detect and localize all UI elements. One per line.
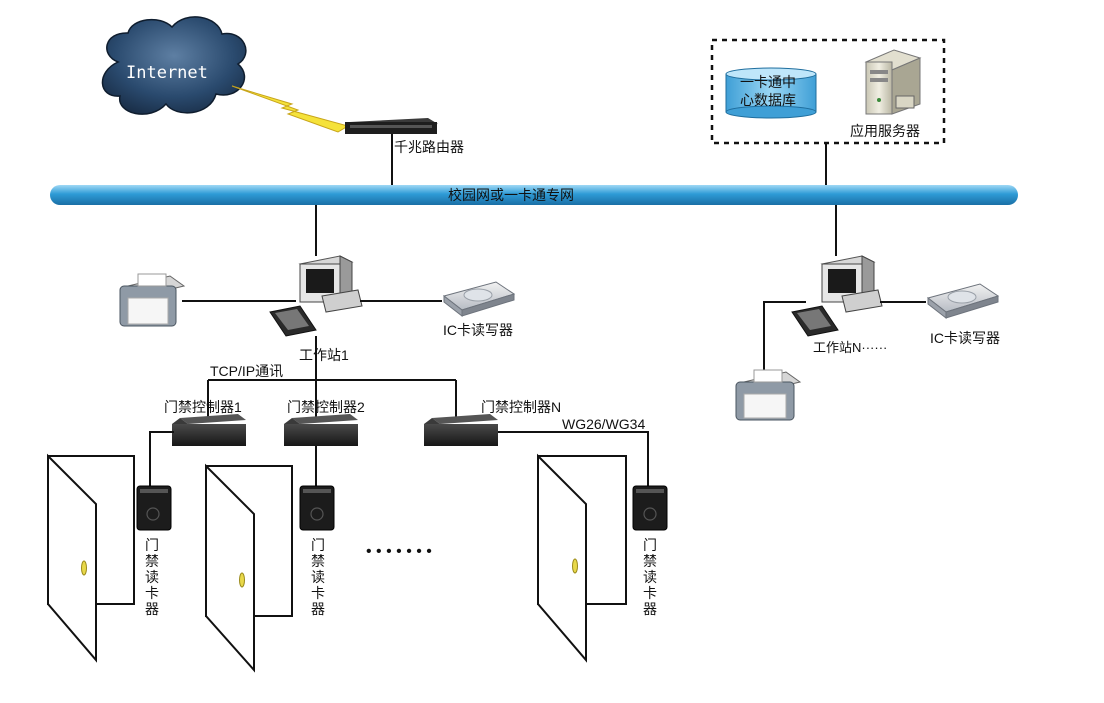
svg-text:器: 器 bbox=[643, 601, 657, 617]
controller-1-label: 门禁控制器1 bbox=[164, 399, 242, 415]
door-icon bbox=[537, 453, 627, 663]
router-icon bbox=[345, 118, 438, 134]
door-card-reader-icon bbox=[632, 485, 668, 531]
door-reader-label-1: 门 禁 读 卡 器 bbox=[145, 537, 159, 617]
lightning-link-icon bbox=[231, 85, 350, 133]
ic-card-reader-icon bbox=[442, 281, 516, 318]
wiegand-label: WG26/WG34 bbox=[562, 416, 645, 432]
door-icon bbox=[205, 463, 293, 673]
more-doors-ellipsis: • • • • • • • bbox=[366, 543, 432, 560]
svg-text:读: 读 bbox=[145, 569, 159, 585]
svg-text:卡: 卡 bbox=[643, 585, 657, 601]
door-controller-1-icon bbox=[172, 414, 246, 446]
workstation-1-label: 工作站1 bbox=[299, 347, 349, 363]
database-label-line1: 一卡通中 bbox=[740, 74, 796, 90]
server-tower-icon bbox=[864, 49, 922, 115]
svg-text:禁: 禁 bbox=[311, 553, 325, 569]
controller-n-label: 门禁控制器N bbox=[481, 399, 561, 415]
router-label: 千兆路由器 bbox=[394, 139, 464, 155]
svg-text:禁: 禁 bbox=[643, 553, 657, 569]
svg-text:门: 门 bbox=[311, 537, 325, 553]
door-controller-n-icon bbox=[424, 414, 498, 446]
tcp-ip-label: TCP/IP通讯 bbox=[210, 363, 283, 379]
door-reader-label-n: 门 禁 读 卡 器 bbox=[643, 537, 657, 617]
door-controller-2-icon bbox=[284, 414, 358, 446]
ic-reader-1-label: IC卡读写器 bbox=[443, 322, 513, 338]
door-card-reader-icon bbox=[136, 485, 172, 531]
svg-text:卡: 卡 bbox=[145, 585, 159, 601]
workstation-n-label: 工作站N······ bbox=[813, 340, 887, 355]
server-group-box bbox=[710, 38, 946, 145]
database-icon bbox=[725, 67, 817, 119]
database-label-line2: 心数据库 bbox=[740, 92, 796, 108]
svg-text:门: 门 bbox=[145, 537, 159, 553]
svg-text:器: 器 bbox=[145, 601, 159, 617]
printer-icon bbox=[119, 273, 186, 327]
internet-label: Internet bbox=[126, 63, 208, 83]
door-reader-label-2: 门 禁 读 卡 器 bbox=[311, 537, 325, 617]
svg-text:器: 器 bbox=[311, 601, 325, 617]
printer-icon bbox=[735, 369, 802, 421]
svg-text:读: 读 bbox=[311, 569, 325, 585]
ic-reader-n-label: IC卡读写器 bbox=[930, 330, 1000, 346]
svg-text:读: 读 bbox=[643, 569, 657, 585]
svg-text:卡: 卡 bbox=[311, 585, 325, 601]
backbone-network-bar bbox=[50, 185, 1018, 205]
backbone-label: 校园网或一卡通专网 bbox=[448, 187, 574, 203]
svg-text:禁: 禁 bbox=[145, 553, 159, 569]
ic-card-reader-icon bbox=[926, 283, 1000, 320]
internet-cloud-icon: Internet bbox=[101, 16, 247, 115]
server-label: 应用服务器 bbox=[850, 123, 920, 139]
door-icon bbox=[47, 453, 135, 663]
door-card-reader-icon bbox=[299, 485, 335, 531]
workstation-n-icon bbox=[791, 255, 883, 337]
controller-2-label: 门禁控制器2 bbox=[287, 399, 365, 415]
workstation-1-icon bbox=[269, 255, 363, 337]
svg-text:门: 门 bbox=[643, 537, 657, 553]
